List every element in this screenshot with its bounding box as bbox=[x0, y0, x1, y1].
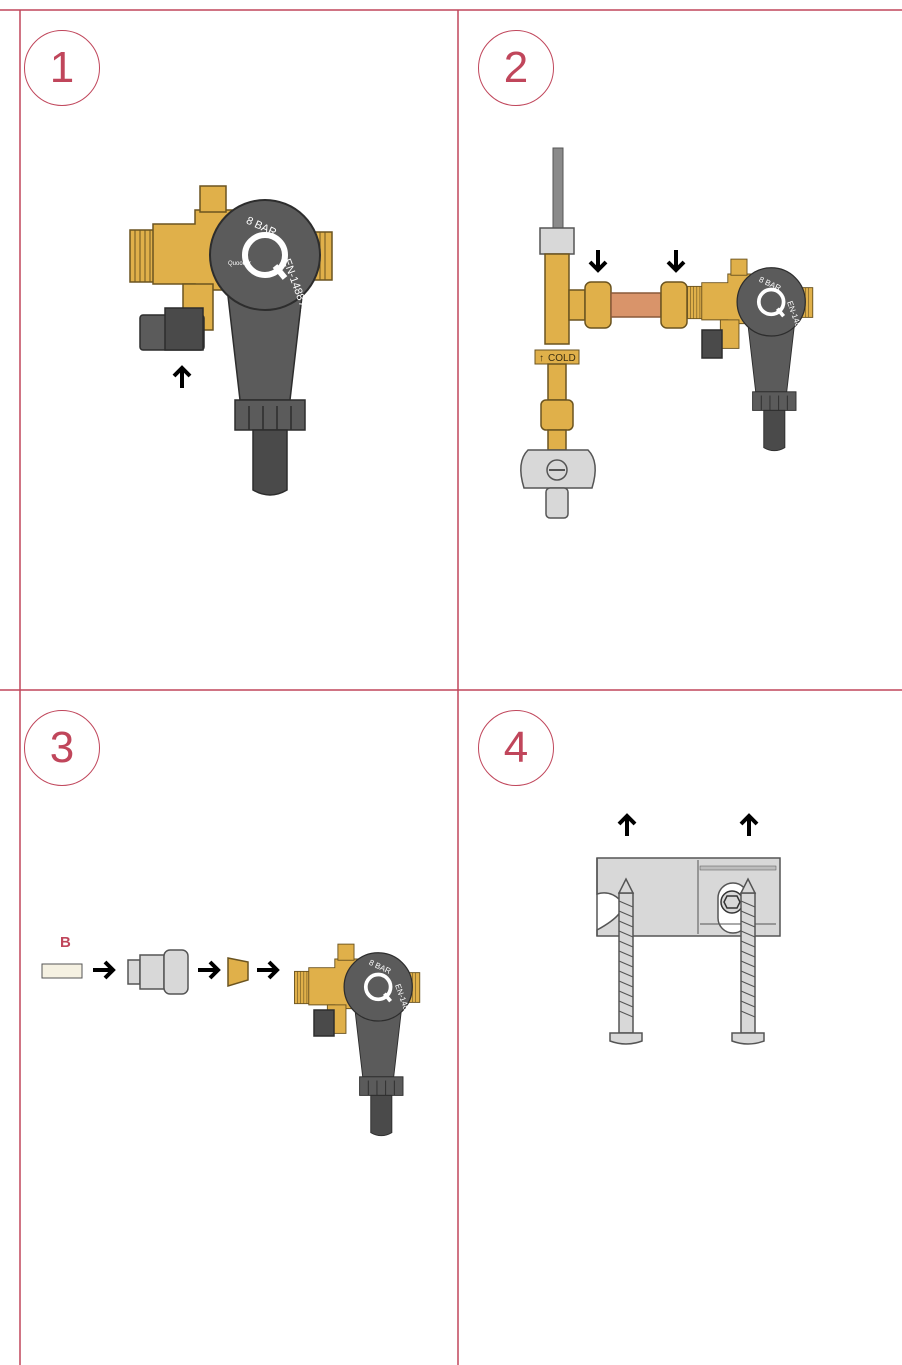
arrow-up-icon-right bbox=[739, 814, 759, 838]
arrow-down-icon-right bbox=[666, 248, 686, 272]
valve-illustration-3 bbox=[292, 942, 422, 1138]
step-number-3: 3 bbox=[49, 723, 75, 772]
step-badge-1: 1 bbox=[24, 30, 100, 106]
arrow-right-icon-2 bbox=[196, 960, 220, 980]
step-number-2: 2 bbox=[503, 43, 529, 92]
panel-step-4 bbox=[596, 814, 781, 1045]
svg-text:↑: ↑ bbox=[539, 353, 544, 364]
step-number-4: 4 bbox=[503, 723, 529, 772]
pipe-label-b: B bbox=[60, 934, 71, 951]
step-badge-3: 3 bbox=[24, 710, 100, 786]
braided-hose bbox=[552, 147, 564, 229]
arrow-right-icon-1 bbox=[91, 960, 115, 980]
panel-step-1: 8 BAR EN-1488 AG1 Quooker bbox=[130, 186, 332, 495]
valve-illustration-1 bbox=[130, 186, 332, 495]
brand-text-1: Quooker bbox=[228, 261, 251, 267]
step-badge-4: 4 bbox=[478, 710, 554, 786]
compression-fitting bbox=[127, 949, 189, 995]
grid-lines bbox=[0, 9, 902, 1365]
arrow-up-icon bbox=[172, 366, 192, 390]
step-number-1: 1 bbox=[49, 43, 75, 92]
pipe-b bbox=[41, 963, 83, 979]
copper-pipe bbox=[610, 292, 662, 318]
cold-label: COLD bbox=[548, 353, 576, 364]
olive-ring bbox=[227, 957, 249, 988]
panel-step-2: COLD ↑ 8 BAR EN-1488 AG1 bbox=[520, 147, 815, 519]
panel-step-3: 8 BAR EN-1488 AG1 bbox=[41, 942, 422, 1138]
arrow-down-icon-left bbox=[588, 248, 608, 272]
arrow-right-icon-3 bbox=[255, 960, 279, 980]
step-badge-2: 2 bbox=[478, 30, 554, 106]
arrow-up-icon-left bbox=[617, 814, 637, 838]
hose-nut bbox=[539, 227, 575, 255]
